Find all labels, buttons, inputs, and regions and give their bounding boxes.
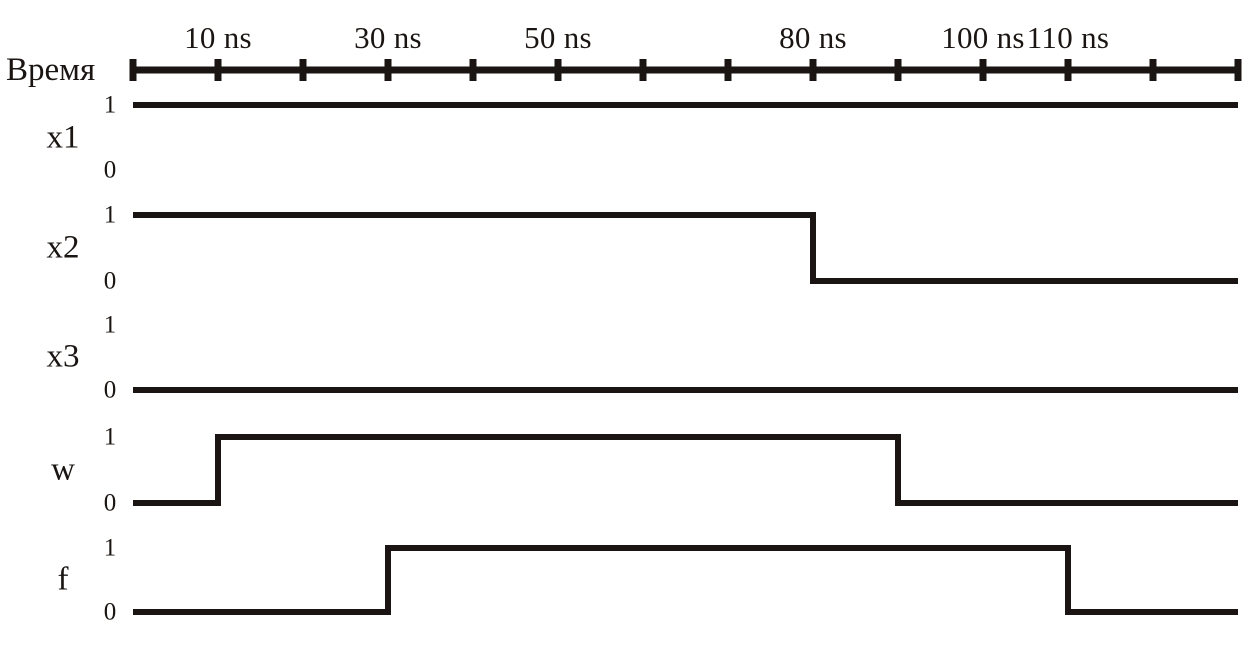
level-label-low-x1: 0 [103,156,117,184]
axis-tick-label-50: 50 ns [524,20,592,55]
signal-name-x2: x2 [46,229,80,266]
axis-tick-label-10: 10 ns [184,20,252,55]
time-axis-label: Время [6,52,96,88]
signal-name-w: w [51,451,75,488]
signal-name-x3: x3 [46,338,80,375]
axis-tick-label-30: 30 ns [354,20,422,55]
signal-name-x1: x1 [46,119,80,156]
level-label-low-x3: 0 [103,376,117,404]
waveform-x2 [133,212,1238,284]
axis-tick-label-100: 100 ns [941,20,1025,55]
level-label-low-f: 0 [103,598,117,626]
level-label-high-x1: 1 [103,91,117,119]
signal-waveforms [133,102,1238,615]
axis-tick-label-110: 110 ns [1026,20,1110,55]
level-label-low-w: 0 [103,489,117,517]
waveform-f [133,545,1238,615]
level-label-high-f: 1 [103,534,117,562]
level-label-high-x2: 1 [103,201,117,229]
waveform-w [133,434,1238,506]
signal-name-f: f [57,561,69,598]
level-label-high-w: 1 [103,423,117,451]
time-axis [129,59,1242,81]
level-label-low-x2: 0 [103,267,117,295]
level-label-high-x3: 1 [103,311,117,339]
axis-tick-label-80: 80 ns [779,20,847,55]
